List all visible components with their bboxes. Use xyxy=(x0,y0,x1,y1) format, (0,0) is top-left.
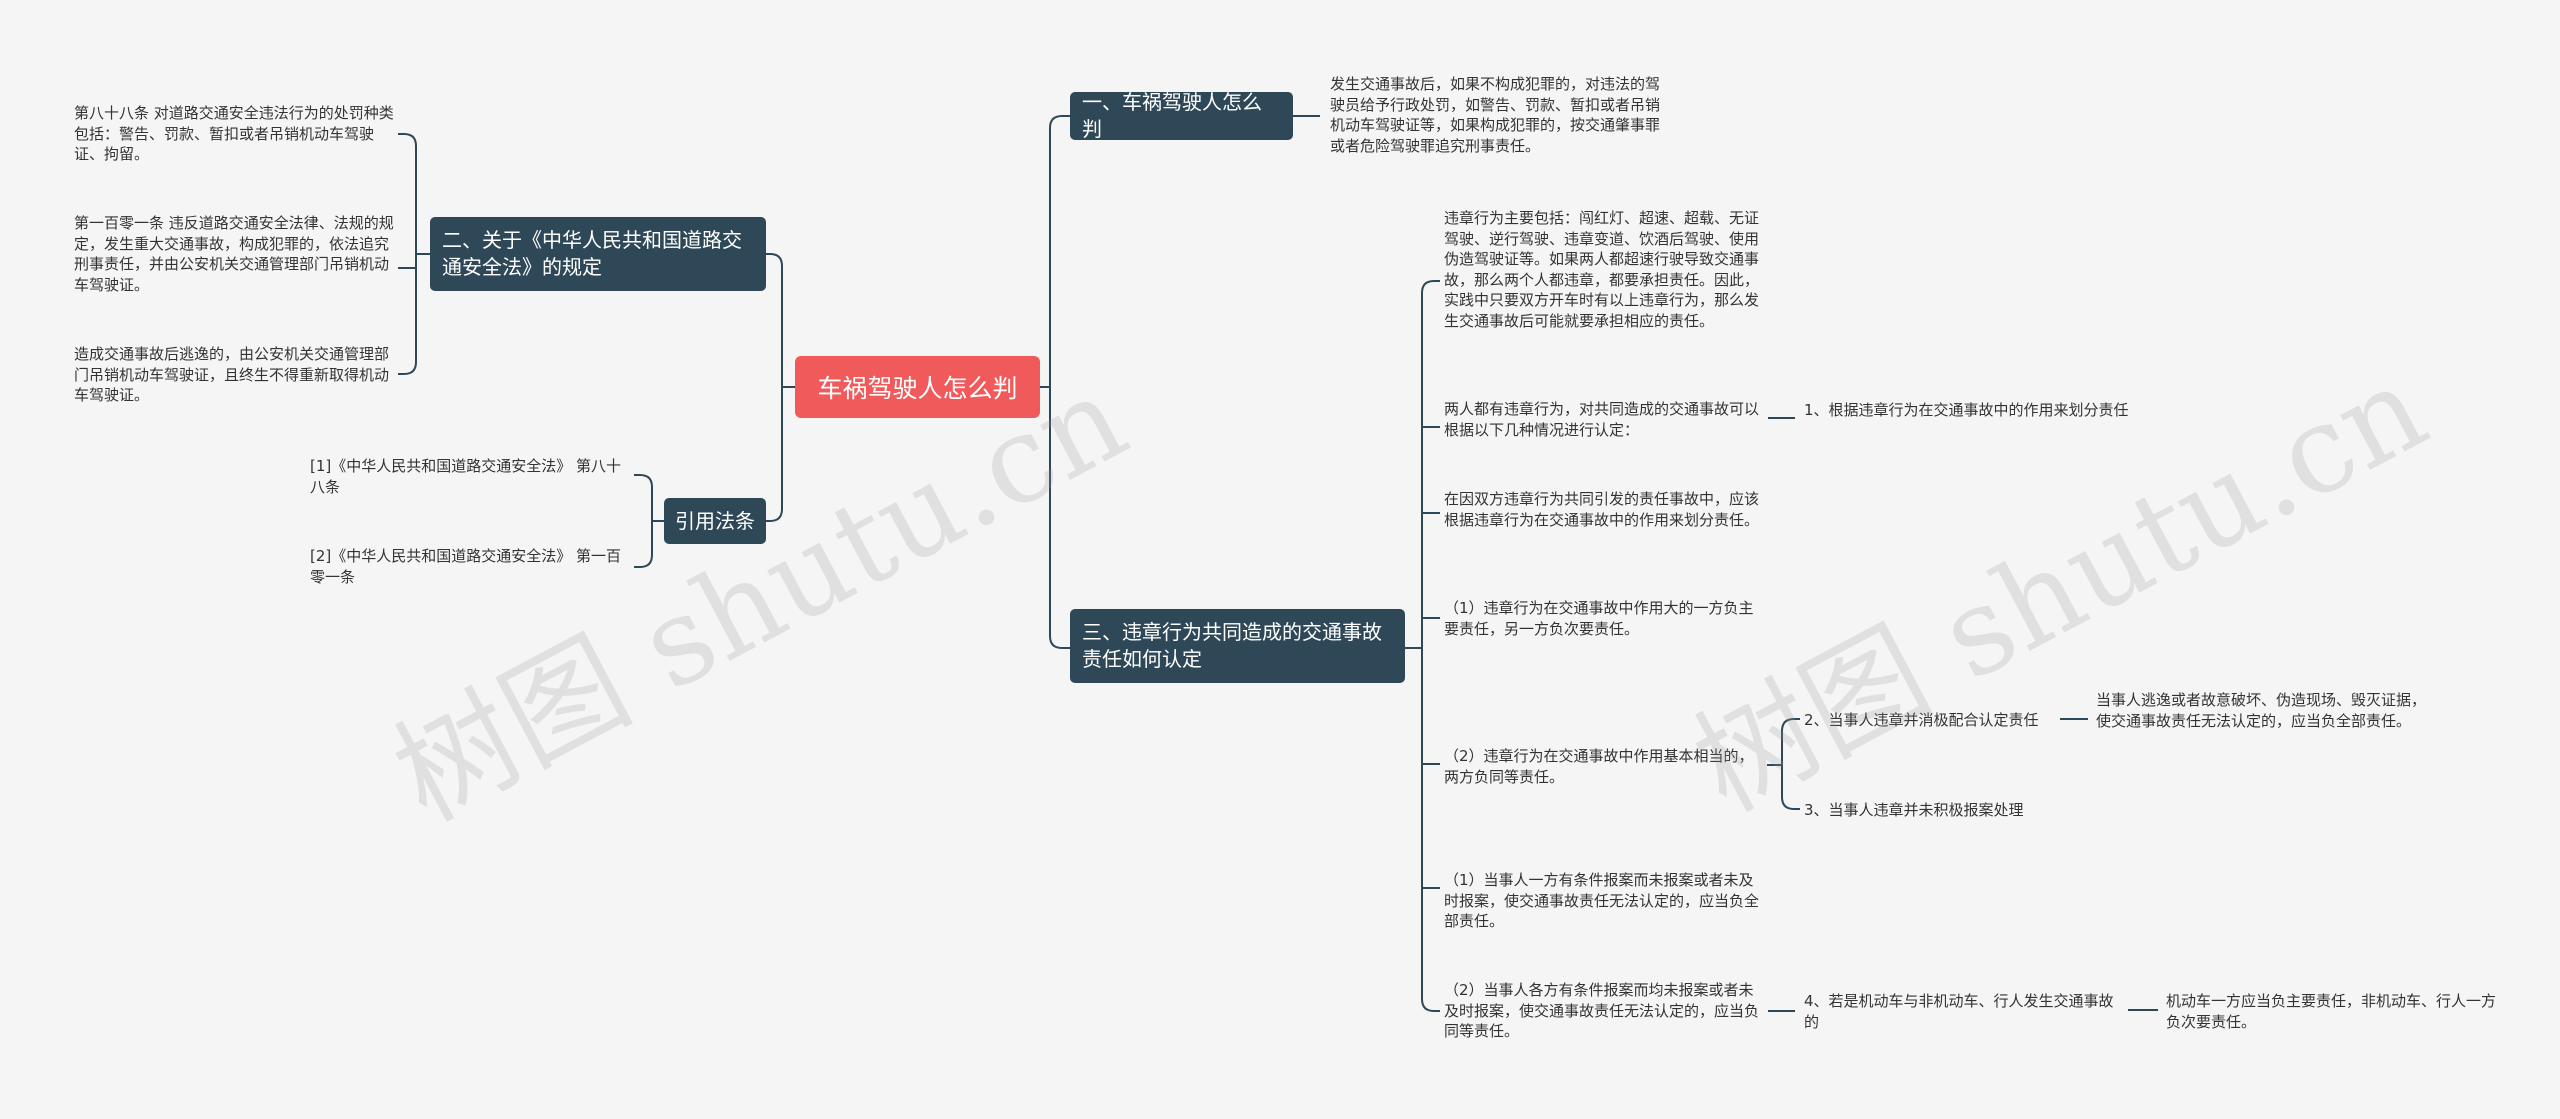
leaf-b3-both-violate: 两人都有违章行为，对共同造成的交通事故可以根据以下几种情况进行认定： xyxy=(1444,400,1760,439)
leaf-b3-no-report: 3、当事人违章并未积极报案处理 xyxy=(1804,801,2024,819)
leaf-b3-violations: 违章行为主要包括：闯红灯、超速、超载、无证驾驶、逆行驾驶、违章变道、饮酒后驾驶、… xyxy=(1444,209,1760,330)
connector-root-b2 xyxy=(766,253,795,388)
branch-node-4[interactable]: 引用法条 xyxy=(664,498,766,544)
leaf-b4-ref1: [1]《中华人民共和国道路交通安全法》 第八十八条 xyxy=(310,457,622,496)
root-node[interactable]: 车祸驾驶人怎么判 xyxy=(795,356,1040,418)
leaf-b2-article101: 第一百零一条 违反道路交通安全法律、法规的规定，发生重大交通事故，构成犯罪的，依… xyxy=(74,214,394,294)
branch-label-4: 引用法条 xyxy=(675,508,755,533)
connector-root-b4 xyxy=(766,386,795,522)
leaf-b3-one-party-no-report: （1）当事人一方有条件报案而未报案或者未及时报案，使交通事故责任无法认定的，应当… xyxy=(1444,871,1760,930)
leaf-b3-escape-full-liability: 当事人逃逸或者故意破坏、伪造现场、毁灭证据，使交通事故责任无法认定的，应当负全部… xyxy=(2096,691,2427,730)
leaf-b3-motor-vs-nonmotor: 4、若是机动车与非机动车、行人发生交通事故的 xyxy=(1804,992,2114,1031)
leaf-b3-negative-coop: 2、当事人违章并消极配合认定责任 xyxy=(1804,711,2039,729)
branch-label-1: 一、车祸驾驶人怎么判 xyxy=(1082,90,1262,141)
leaf-b4-ref2: [2]《中华人民共和国道路交通安全法》 第一百零一条 xyxy=(310,547,622,586)
leaf-b2-escape: 造成交通事故后逃逸的，由公安机关交通管理部门吊销机动车驾驶证，且终生不得重新取得… xyxy=(74,345,390,404)
leaf-b3-mutual-accident: 在因双方违章行为共同引发的责任事故中，应该根据违章行为在交通事故中的作用来划分责… xyxy=(1444,490,1760,529)
leaf-b3-equal-role: （2）违章行为在交通事故中作用基本相当的，两方负同等责任。 xyxy=(1444,747,1754,786)
branch-label-3: 三、违章行为共同造成的交通事故责任如何认定 xyxy=(1082,620,1382,671)
leaf-b3-both-no-report: （2）当事人各方有条件报案而均未报案或者未及时报案，使交通事故责任无法认定的，应… xyxy=(1444,981,1760,1040)
connector-root-b1 xyxy=(1040,115,1070,388)
connector-b3-5-subs xyxy=(1767,718,1800,810)
leaf-b3-motor-main-liability: 机动车一方应当负主要责任，非机动车、行人一方负次要责任。 xyxy=(2166,992,2497,1031)
leaf-b1-penalty: 发生交通事故后，如果不构成犯罪的，对违法的驾驶员给予行政处罚，如警告、罚款、暂扣… xyxy=(1330,75,1661,155)
leaf-b3-major-role: （1）违章行为在交通事故中作用大的一方负主要责任，另一方负次要责任。 xyxy=(1444,599,1754,638)
connector-root-b3 xyxy=(1040,386,1070,649)
branch-node-1[interactable]: 一、车祸驾驶人怎么判 xyxy=(1070,90,1293,141)
leaf-b3-divide-by-role: 1、根据违章行为在交通事故中的作用来划分责任 xyxy=(1804,401,2129,419)
branch-node-2[interactable]: 二、关于《中华人民共和国道路交通安全法》的规定 xyxy=(430,217,766,291)
root-label: 车祸驾驶人怎么判 xyxy=(817,374,1018,403)
connector-b2-leaves xyxy=(398,133,430,375)
branch-node-3[interactable]: 三、违章行为共同造成的交通事故责任如何认定 xyxy=(1070,609,1405,683)
branch-label-2: 二、关于《中华人民共和国道路交通安全法》的规定 xyxy=(442,228,742,279)
connector-b4-leaves xyxy=(634,474,664,568)
connector-b3-leaves xyxy=(1405,280,1440,1012)
leaf-b2-article88: 第八十八条 对道路交通安全违法行为的处罚种类包括：警告、罚款、暂扣或者吊销机动车… xyxy=(74,104,394,163)
